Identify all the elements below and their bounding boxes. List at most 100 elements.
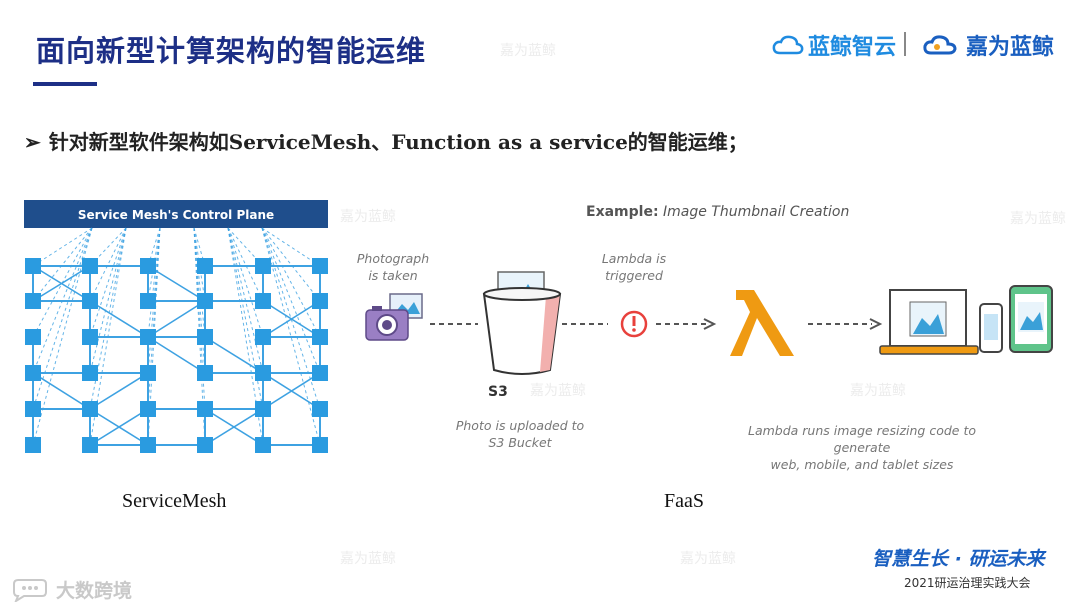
service-node <box>255 293 271 309</box>
logo-separator <box>904 32 906 56</box>
s3-note-line: S3 Bucket <box>488 435 552 450</box>
servicemesh-caption: ServiceMesh <box>122 490 227 512</box>
cloud-icon <box>923 35 957 55</box>
service-node <box>312 401 328 417</box>
s3-bucket-icon <box>482 271 562 375</box>
service-mesh-diagram: Service Mesh's Control Plane <box>24 200 328 453</box>
faas-flow-diagram <box>365 271 1053 375</box>
s3-upload-note: Photo is uploaded to S3 Bucket <box>452 417 588 451</box>
control-plane-link <box>89 227 127 302</box>
service-node <box>25 401 41 417</box>
arrow-head-icon <box>869 318 883 330</box>
control-plane-link <box>147 227 161 267</box>
service-link <box>32 265 91 302</box>
control-plane-link <box>227 227 264 302</box>
service-node <box>197 258 213 274</box>
service-node <box>25 258 41 274</box>
lambda-run-note: Lambda runs image resizing code to gener… <box>722 422 1002 473</box>
service-link <box>147 265 206 302</box>
control-plane-link <box>227 227 264 446</box>
bullet-text: 针对新型软件架构如ServiceMesh、Function as a servi… <box>48 130 748 154</box>
watermark: 嘉为蓝鲸 <box>1010 211 1066 227</box>
service-node <box>25 437 41 453</box>
camera-icon <box>365 293 423 341</box>
service-node <box>197 365 213 381</box>
cloud-icon <box>772 35 804 55</box>
service-node <box>197 401 213 417</box>
service-node <box>255 258 271 274</box>
service-node <box>197 437 213 453</box>
title-underline <box>33 82 97 86</box>
service-node <box>82 437 98 453</box>
service-node <box>140 437 156 453</box>
watermark: 嘉为蓝鲸 <box>850 383 906 399</box>
service-link <box>262 300 321 338</box>
control-plane-link <box>89 227 127 338</box>
service-node <box>82 258 98 274</box>
laptop-icon <box>879 289 979 355</box>
arrow-head-icon <box>703 318 717 330</box>
service-node <box>312 258 328 274</box>
lambda-note-line: Lambda is <box>601 251 667 266</box>
s3-label: S3 <box>488 384 508 400</box>
control-plane-link <box>32 227 93 410</box>
service-link <box>262 372 321 410</box>
tablet-icon <box>1009 285 1053 353</box>
service-node <box>312 329 328 345</box>
service-node <box>312 437 328 453</box>
logo-left-text: 蓝鲸智云 <box>808 35 897 60</box>
bluking-cloud-logo: 蓝鲸智云 <box>772 29 896 61</box>
control-plane-link <box>261 227 321 446</box>
watermark: 嘉为蓝鲸 <box>530 383 586 399</box>
service-node <box>140 401 156 417</box>
example-title: Image Thumbnail Creation <box>663 204 850 220</box>
service-link <box>147 336 206 374</box>
photo-note-line: is taken <box>368 268 418 283</box>
service-node <box>255 329 271 345</box>
service-node <box>82 329 98 345</box>
service-node <box>197 293 213 309</box>
chat-bubble-icon <box>13 578 47 602</box>
watermark: 嘉为蓝鲸 <box>500 43 556 59</box>
lambda-run-line: Lambda runs image resizing code to gener… <box>747 423 977 455</box>
control-plane-label: Service Mesh's Control Plane <box>78 208 274 222</box>
lambda-note-line: triggered <box>605 268 663 283</box>
alert-icon <box>620 310 648 338</box>
service-node <box>255 401 271 417</box>
control-plane-banner <box>24 200 328 228</box>
conference-name: 2021研运治理实践大会 <box>904 576 1031 590</box>
lambda-triggered-note: Lambda is triggered <box>584 250 684 284</box>
control-plane-link <box>261 227 321 338</box>
faas-caption: FaaS <box>664 490 704 512</box>
service-link <box>32 372 91 410</box>
control-plane-link <box>32 227 93 302</box>
service-node <box>140 258 156 274</box>
service-link <box>147 300 206 338</box>
service-link <box>89 300 149 338</box>
photo-note-line: Photograph <box>356 251 430 266</box>
bottom-watermark-logo: 大数跨境 <box>10 576 132 603</box>
service-node <box>140 329 156 345</box>
watermark: 嘉为蓝鲸 <box>340 551 396 567</box>
bullet-point: ➢针对新型软件架构如ServiceMesh、Function as a serv… <box>24 126 748 155</box>
control-plane-link <box>89 227 127 374</box>
service-node <box>140 293 156 309</box>
s3-note-line: Photo is uploaded to <box>455 418 585 433</box>
service-link <box>204 336 264 374</box>
service-node <box>255 437 271 453</box>
service-node <box>25 365 41 381</box>
phone-icon <box>979 303 1003 353</box>
service-node <box>82 401 98 417</box>
service-link <box>204 408 264 446</box>
service-node <box>82 365 98 381</box>
slogan: 智慧生长 · 研运未来 <box>872 548 1045 570</box>
photo-taken-note: Photograph is taken <box>345 250 441 284</box>
watermark: 嘉为蓝鲸 <box>340 209 396 225</box>
service-node <box>25 329 41 345</box>
faas-example-heading: Example: Image Thumbnail Creation <box>586 204 849 220</box>
control-plane-link <box>227 227 264 338</box>
lambda-run-line: web, mobile, and tablet sizes <box>770 457 954 472</box>
control-plane-link <box>89 227 127 410</box>
service-link <box>89 372 149 410</box>
example-label: Example: <box>586 204 659 220</box>
